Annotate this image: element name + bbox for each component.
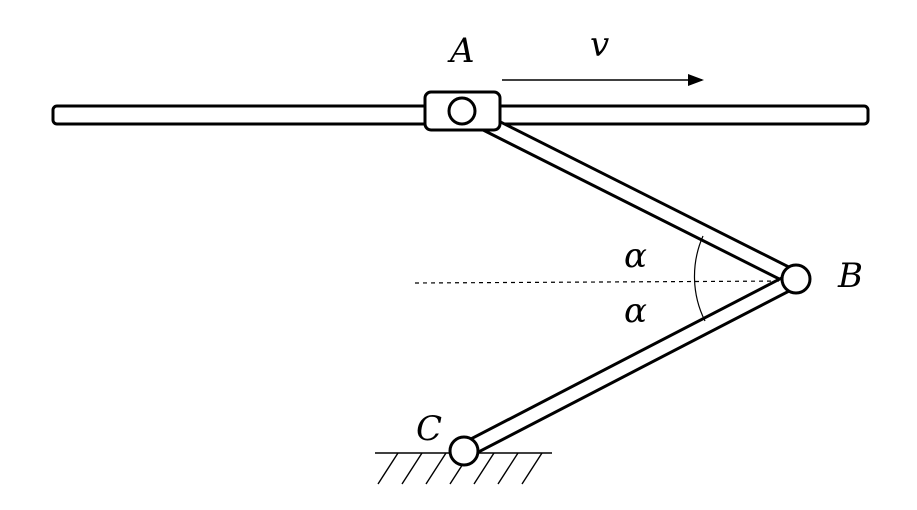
ground-support [375,452,552,485]
angle-arc [693,235,706,322]
rod-ab [455,101,801,288]
label-alpha-top: α [624,236,647,276]
pin-a [447,96,477,126]
label-a: A [447,31,475,71]
pin-c [448,435,480,467]
label-alpha-bottom: α [624,291,647,331]
label-b: B [837,256,863,296]
rod-bc [459,271,801,459]
reference-line [414,280,791,284]
label-c: C [416,409,442,449]
pin-b [780,263,812,295]
label-v: v [590,25,609,65]
